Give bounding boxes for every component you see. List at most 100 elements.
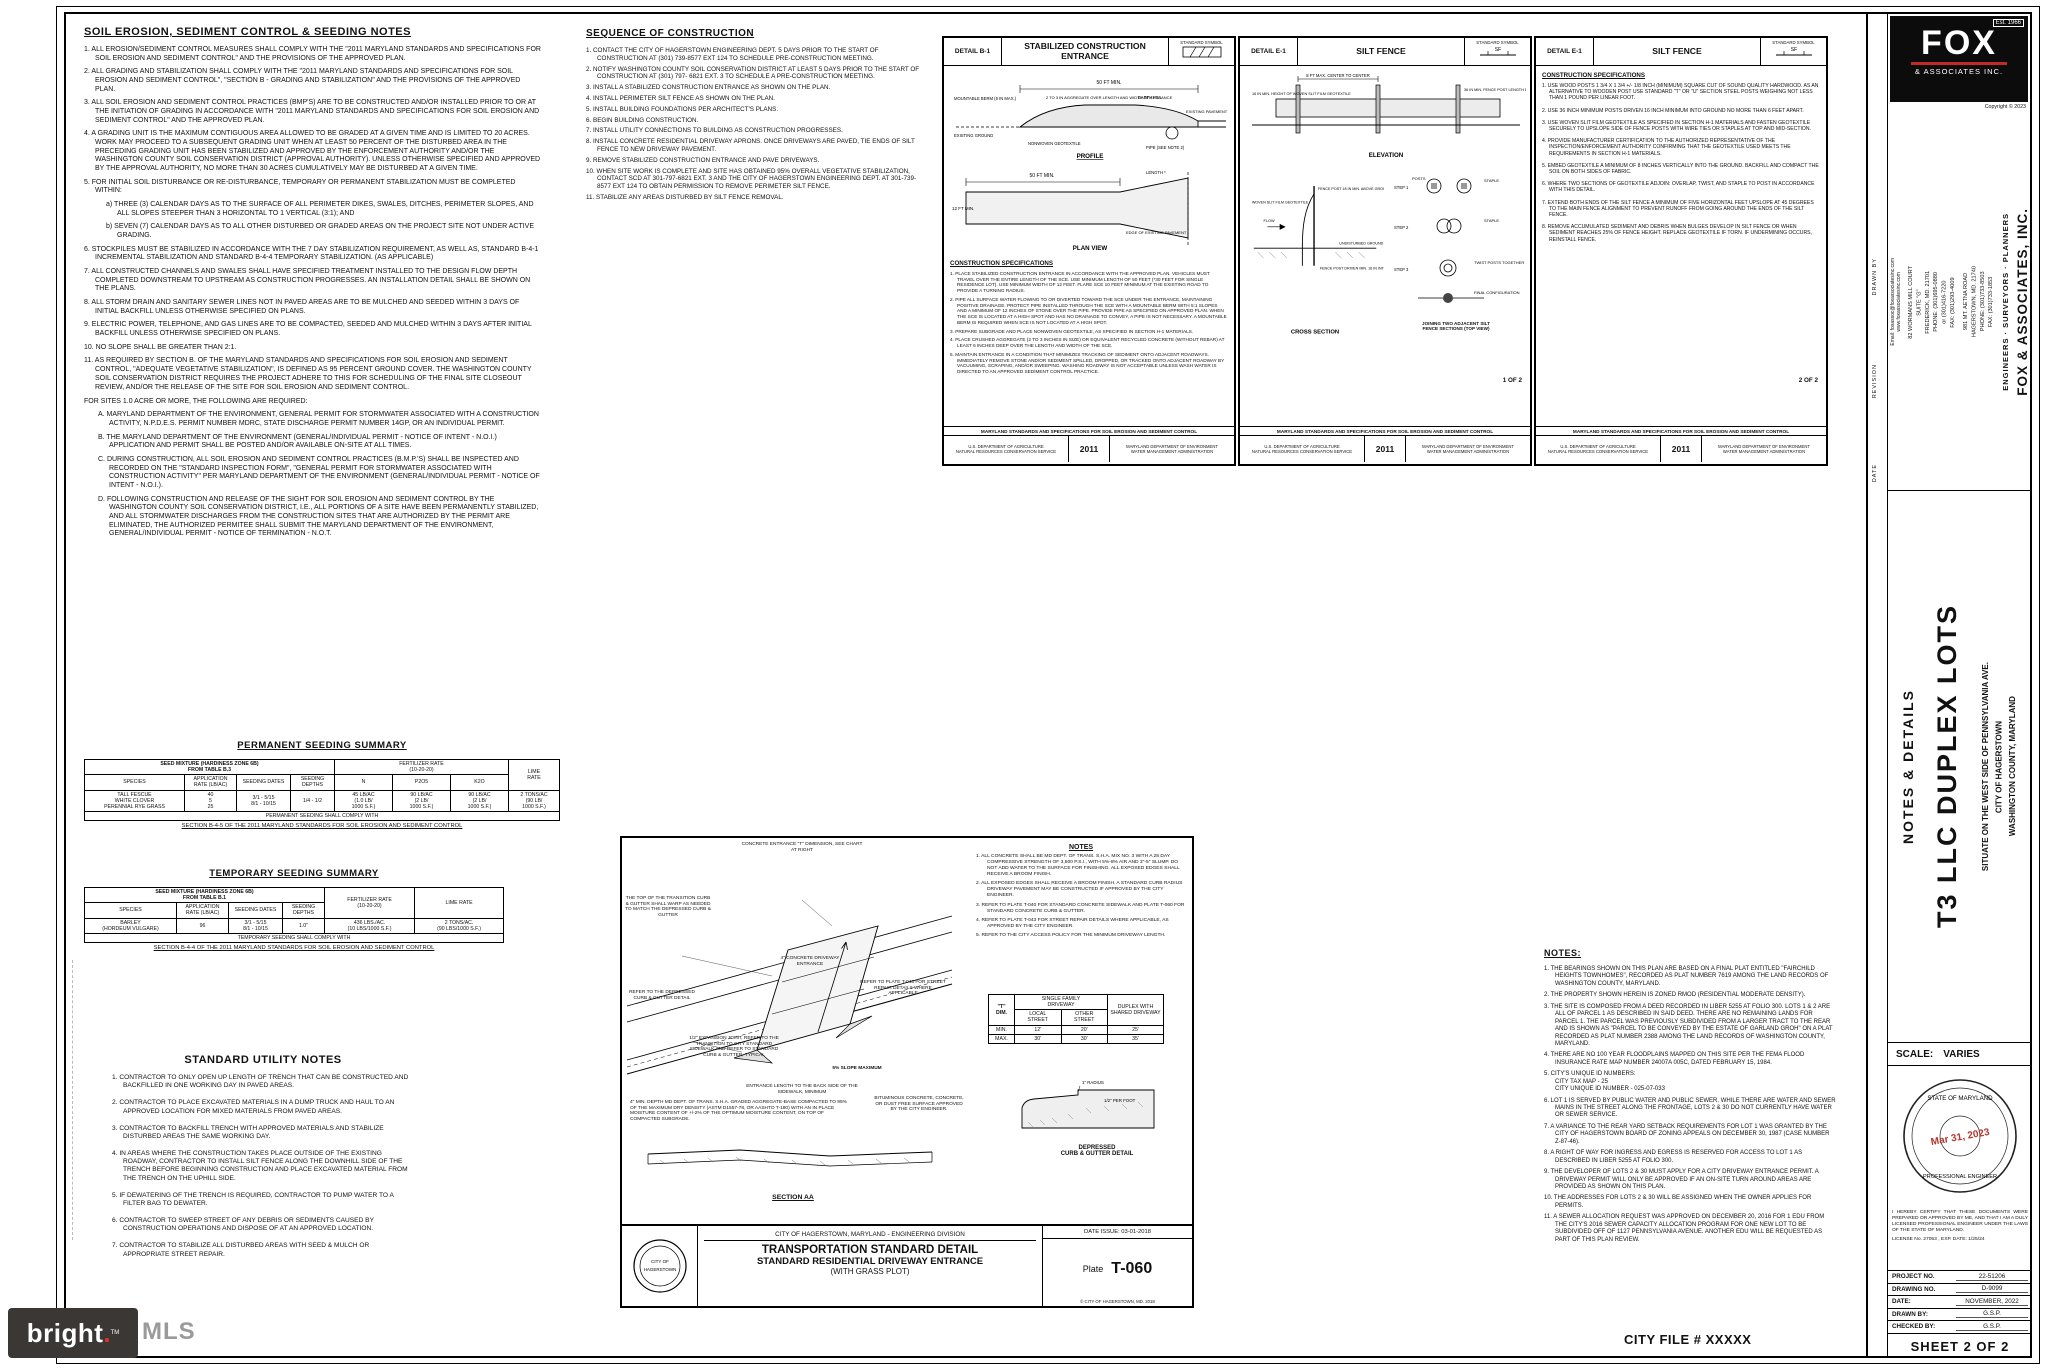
company-address-hagerstown: 981 MT. AETNA ROAD HAGERSTOWN, MD. 21740… [1963, 266, 1995, 338]
svg-text:1" RADIUS: 1" RADIUS [1082, 1080, 1104, 1085]
callout-expansion: 1/2" EXPANSION JOINT, REFER TO THE TRANS… [689, 1036, 779, 1058]
certification-text: I HEREBY CERTIFY THAT THESE DOCUMENTS WE… [1892, 1210, 2028, 1242]
svg-text:SF: SF [1494, 47, 1500, 53]
depressed-curb-caption: DEPRESSED CURB & GUTTER DETAIL [1060, 1145, 1134, 1157]
sf-spec-item: 6. WHERE TWO SECTIONS OF GEOTEXTILE ADJO… [1542, 181, 1815, 194]
company-tagline: ENGINEERS · SURVEYORS · PLANNERS [2001, 213, 2010, 391]
svg-text:UNDISTURBED GROUND: UNDISTURBED GROUND [1339, 241, 1383, 245]
sequence-item: 10. WHEN SITE WORK IS COMPLETE AND SITE … [586, 167, 917, 191]
erosion-notes-title: SOIL EROSION, SEDIMENT CONTROL & SEEDING… [84, 26, 411, 38]
site-note-item: 2. THE PROPERTY SHOWN HEREIN IS ZONED RM… [1544, 992, 1806, 999]
driveway-notes: NOTES 1. ALL CONCRETE SHALL BE MD DEPT. … [976, 844, 1186, 942]
standards-year: 2011 [1068, 436, 1110, 462]
svg-text:STEP 3: STEP 3 [1394, 267, 1409, 272]
detail-b1-body: 50 FT MIN. MOUNTABLE BERM (6 IN MAX.) EX… [944, 66, 1234, 426]
revision-strip-date-label: DATE [1872, 464, 1878, 483]
scale-label: SCALE: [1896, 1048, 1934, 1060]
fox-logo: Est. 1966 FOX & ASSOCIATES INC. [1890, 16, 2028, 102]
engineer-seal: STATE OF MARYLAND PROFESSIONAL ENGINEER … [1888, 1068, 2032, 1210]
svg-text:MOUNTABLE BERM (6 IN MAX.): MOUNTABLE BERM (6 IN MAX.) [954, 96, 1017, 101]
sequence-title: SEQUENCE OF CONSTRUCTION [586, 28, 755, 39]
driveway-titles: CITY OF HAGERSTOWN, MARYLAND - ENGINEERI… [698, 1226, 1042, 1306]
species-cell: TALL FESCUE WHITE CLOVER PERENNIAL RYE G… [84, 789, 185, 812]
detail-e1-panel-1: DETAIL E-1 SILT FENCE STANDARD SYMBOL SF… [1238, 36, 1532, 466]
company-info: Email: foxassoc@foxassociatesinc.com www… [1888, 116, 2030, 488]
sf-cross-section-diagram: FENCE POST 18 IN MIN. ABOVE GROUND WOVEN… [1252, 186, 1384, 336]
fert-header: FERTILIZER RATE (10-20-20) [334, 758, 509, 776]
sheet-titles: NOTES & DETAILS T3 LLC DUPLEX LOTS SITUA… [1888, 490, 2032, 1042]
sce-specs-list: 1. PLACE STABILIZED CONSTRUCTION ENTRANC… [950, 271, 1228, 375]
revision-strip-revision-label: REVISION [1872, 364, 1878, 399]
project-info-row: CHECKED BY: G.S.P. [1888, 1320, 2032, 1333]
city-seal-icon: CITY OF HAGERSTOWN [632, 1239, 687, 1293]
depressed-curb-diagram: 1" RADIUS 1/2" PER FOOT [1021, 1080, 1155, 1129]
callout-t-dim: CONCRETE ENTRANCE "T" DIMENSION, SEE CHA… [741, 842, 863, 853]
sce-plan-diagram: 50 FT MIN. LENGTH * 12 FT MIN. EDGE OF E… [952, 170, 1189, 252]
engineer-seal-icon: STATE OF MARYLAND PROFESSIONAL ENGINEER … [1903, 1079, 2017, 1193]
note-item: 6. STOCKPILES MUST BE STABILIZED IN ACCO… [84, 245, 539, 262]
fox-copyright: Copyright © 2023 [1984, 104, 2026, 110]
utility-note-item: 6. CONTRACTOR TO SWEEP STREET OF ANY DEB… [112, 1217, 374, 1233]
sequence-item: 8. INSTALL CONCRETE RESIDENTIAL DRIVEWAY… [586, 138, 915, 153]
bright-logo-dot: . [103, 1317, 111, 1348]
plate-block: DATE ISSUE: 03-01-2018 Plate T-060 © CIT… [1042, 1226, 1192, 1306]
project-situate: SITUATE ON THE WEST SIDE OF PENNSYLVANIA… [1981, 661, 2018, 872]
permanent-seeding-title: PERMANENT SEEDING SUMMARY [237, 740, 407, 751]
usda-credit: U.S. DEPARTMENT OF AGRICULTURE NATURAL R… [955, 443, 1057, 454]
note-lettered-item: C. DURING CONSTRUCTION, ALL SOIL EROSION… [98, 455, 540, 489]
utility-notes-section: STANDARD UTILITY NOTES 1. CONTRACTOR TO … [112, 1054, 414, 1268]
plate-label: Plate [1082, 1264, 1104, 1274]
sheet-border-inner [64, 12, 2032, 1358]
utility-notes-title: STANDARD UTILITY NOTES [184, 1054, 342, 1066]
temporary-seeding-section: TEMPORARY SEEDING SUMMARY SEED MIXTURE (… [84, 868, 504, 951]
svg-text:1/2" PER FOOT: 1/2" PER FOOT [1104, 1098, 1136, 1103]
scale-row: SCALE: VARIES [1888, 1042, 2032, 1066]
utility-note-item: 2. CONTRACTOR TO PLACE EXCAVATED MATERIA… [112, 1099, 395, 1115]
temporary-seeding-footer: SECTION B-4-4 OF THE 2011 MARYLAND STAND… [153, 944, 435, 951]
svg-text:16 IN MIN. HEIGHT OF WOVEN SLI: 16 IN MIN. HEIGHT OF WOVEN SLIT FILM GEO… [1252, 92, 1351, 96]
svg-text:WOVEN SLIT FILM GEOTEXTILE: WOVEN SLIT FILM GEOTEXTILE [1252, 201, 1309, 205]
note-item: 5. FOR INITIAL SOIL DISTURBANCE OR RE-DI… [84, 178, 516, 195]
project-info-row: DRAWING NO. D-9099 [1888, 1282, 2032, 1296]
detail-title-1: TRANSPORTATION STANDARD DETAIL [761, 1244, 979, 1256]
utility-note-item: 1. CONTRACTOR TO ONLY OPEN UP LENGTH OF … [112, 1074, 409, 1090]
site-note-item: 4. THERE ARE NO 100 YEAR FLOODPLAINS MAP… [1544, 1052, 1805, 1066]
city-file-number: CITY FILE # XXXXX [1624, 1332, 1752, 1347]
erosion-notes-sublist: a) THREE (3) CALENDAR DAYS AS TO THE SUR… [84, 201, 542, 241]
section-aa-caption: SECTION AA [772, 1194, 814, 1201]
callout-refer-depressed: REFER TO THE DEPRESSED CURB & GUTTER DET… [629, 990, 695, 1001]
svg-text:TWIST POSTS TOGETHER: TWIST POSTS TOGETHER [1474, 260, 1524, 265]
svg-text:FENCE POST DRIVEN MIN. 16 IN I: FENCE POST DRIVEN MIN. 16 IN INTO THE GR… [1320, 267, 1384, 271]
callout-concrete: 4" CONCRETE DRIVEWAY ENTRANCE [780, 956, 840, 967]
sf-elevation-diagram: 8 FT MAX. CENTER TO CENTER 36 IN MIN. FE… [1252, 73, 1530, 159]
utility-note-item: 5. IF DEWATERING OF THE TRENCH IS REQUIR… [112, 1191, 394, 1207]
detail-b1-title: STABILIZED CONSTRUCTION ENTRANCE [1024, 41, 1146, 61]
sf-spec-item: 8. REMOVE ACCUMULATED SEDIMENT AND DEBRI… [1542, 224, 1812, 243]
sf-joining-title: JOINING TWO ADJACENT SILT FENCE SECTIONS… [1422, 321, 1490, 331]
driveway-note-item: 5. REFER TO THE CITY ACCESS POLICY FOR T… [976, 932, 1166, 938]
sf-joining-block: STEP 1 STAPLE STEP 2 STAPLE STEP 3 TWIST… [1388, 166, 1524, 346]
sheet-title: NOTES & DETAILS [1900, 689, 1917, 844]
svg-text:FLOW: FLOW [1263, 218, 1275, 223]
driveway-note-item: 4. REFER TO PLATE T-043 FOR STREET REPAI… [976, 917, 1169, 929]
revision-strip: DRAWN BY REVISION DATE [1868, 12, 1888, 1358]
svg-text:STAPLE: STAPLE [1484, 218, 1499, 223]
driveway-notes-title: NOTES [1068, 844, 1094, 851]
company-contact: Email: foxassoc@foxassociatesinc.com www… [1890, 258, 1903, 346]
driveway-detail-body: CONCRETE ENTRANCE "T" DIMENSION, SEE CHA… [622, 838, 1192, 1226]
svg-text:LENGTH *: LENGTH * [1146, 170, 1166, 175]
sf-joining-diagram: STEP 1 STAPLE STEP 2 STAPLE STEP 3 TWIST… [1394, 176, 1524, 303]
permanent-seeding-table: SEED MIXTURE (HARDINESS ZONE 6B) FROM TA… [84, 758, 560, 822]
sf-spec-item: 5. EMBED GEOTEXTILE A MINIMUM OF 8 INCHE… [1542, 162, 1819, 176]
svg-text:EXISTING GROUND: EXISTING GROUND [954, 133, 993, 138]
sf-spec-item: 7. EXTEND BOTH ENDS OF THE SILT FENCE A … [1542, 199, 1814, 219]
svg-text:POSTS: POSTS [1412, 176, 1426, 181]
site-note-item: 6. LOT 1 IS SERVED BY PUBLIC WATER AND P… [1544, 1097, 1836, 1119]
site-note-item: 10. THE ADDRESSES FOR LOTS 2 & 30 WILL B… [1544, 1195, 1812, 1209]
driveway-note-item: 1. ALL CONCRETE SHALL BE MD DEPT. OF TRA… [976, 854, 1180, 878]
svg-text:50 FT MIN.: 50 FT MIN. [1030, 173, 1055, 179]
callout-bituminous: BITUMINOUS CONCRETE, CONCRETE, OR DUST F… [874, 1096, 964, 1113]
svg-text:STEP 2: STEP 2 [1394, 225, 1409, 230]
section-aa-diagram [647, 1149, 933, 1167]
city-seal: CITY OF HAGERSTOWN [622, 1226, 698, 1306]
